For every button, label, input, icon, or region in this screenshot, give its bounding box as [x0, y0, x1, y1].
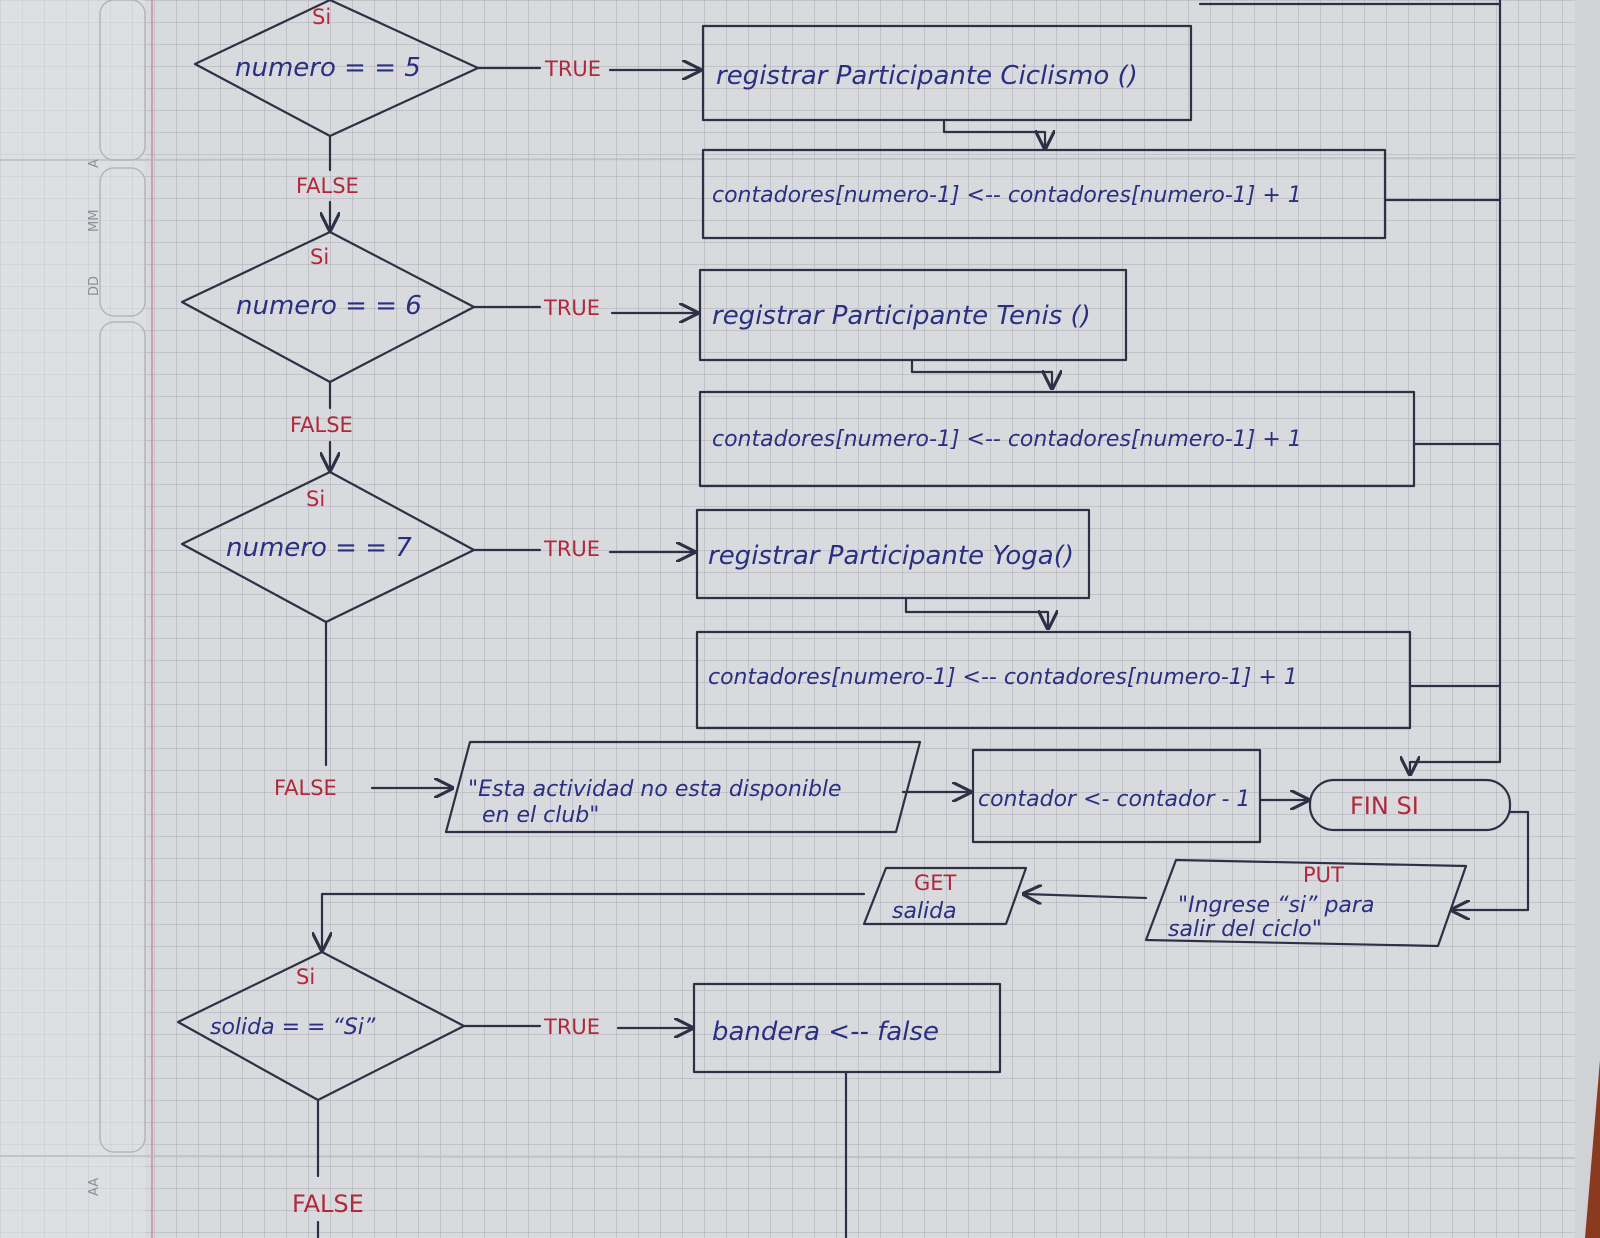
false-label-2: FALSE	[290, 413, 353, 437]
true-label-1: TRUE	[544, 57, 601, 81]
process-registrar-tenis-text: registrar Participante Tenis ()	[712, 301, 1091, 331]
process-registrar-ciclismo-text: registrar Participante Ciclismo ()	[716, 61, 1138, 91]
margin-label-a: A	[87, 159, 102, 168]
terminator-fin-si	[1308, 778, 1512, 832]
process-contador-3	[695, 630, 1412, 730]
decision-2-si: Si	[310, 245, 329, 269]
process-contador-decremento-text: contador <- contador - 1	[978, 787, 1250, 812]
process-contador-2-text: contadores[numero-1] <-- contadores[nume…	[712, 427, 1302, 452]
false-label-3: FALSE	[274, 776, 337, 800]
process-bandera-false-text: bandera <-- false	[712, 1017, 939, 1047]
terminator-fin-si-text: FIN SI	[1350, 792, 1419, 820]
process-contador-3-text: contadores[numero-1] <-- contadores[nume…	[708, 665, 1298, 690]
process-contador-1-text: contadores[numero-1] <-- contadores[nume…	[712, 183, 1302, 208]
decision-2-condition: numero = = 6	[236, 291, 422, 321]
margin-label-dd: DD	[87, 276, 102, 296]
output-no-disponible-line2: en el club"	[482, 803, 599, 828]
process-registrar-ciclismo	[701, 24, 1193, 122]
process-registrar-yoga	[695, 508, 1091, 600]
process-registrar-yoga-text: registrar Participante Yoga()	[708, 541, 1074, 571]
output-no-disponible-line1: "Esta actividad no esta disponible	[468, 777, 842, 802]
decision-4-condition: solida = = “Si”	[210, 1015, 376, 1040]
decision-1-si: Si	[312, 5, 331, 29]
true-label-3: TRUE	[543, 537, 600, 561]
decision-4-si: Si	[296, 965, 315, 989]
decision-1-condition: numero = = 5	[235, 53, 421, 83]
put-line2: salir del ciclo"	[1168, 917, 1322, 942]
input-put-mensaje	[1144, 858, 1468, 948]
decision-3-condition: numero = = 7	[226, 533, 412, 563]
decision-3-si: Si	[306, 487, 325, 511]
process-contador-2	[698, 390, 1416, 488]
output-no-disponible	[444, 740, 922, 834]
false-label-4: FALSE	[292, 1190, 364, 1218]
put-label: PUT	[1303, 863, 1344, 887]
true-label-2: TRUE	[543, 296, 600, 320]
margin-label-mm: MM	[87, 210, 102, 232]
false-label-1: FALSE	[296, 174, 359, 198]
get-line1: salida	[892, 899, 957, 924]
margin-label-aa: AA	[87, 1178, 102, 1196]
get-label: GET	[914, 871, 957, 895]
input-get-salida	[862, 866, 1028, 926]
process-contador-decremento	[971, 748, 1262, 844]
process-contador-1	[701, 148, 1387, 240]
true-label-4: TRUE	[543, 1015, 600, 1039]
put-line1: "Ingrese “si” para	[1178, 893, 1374, 918]
